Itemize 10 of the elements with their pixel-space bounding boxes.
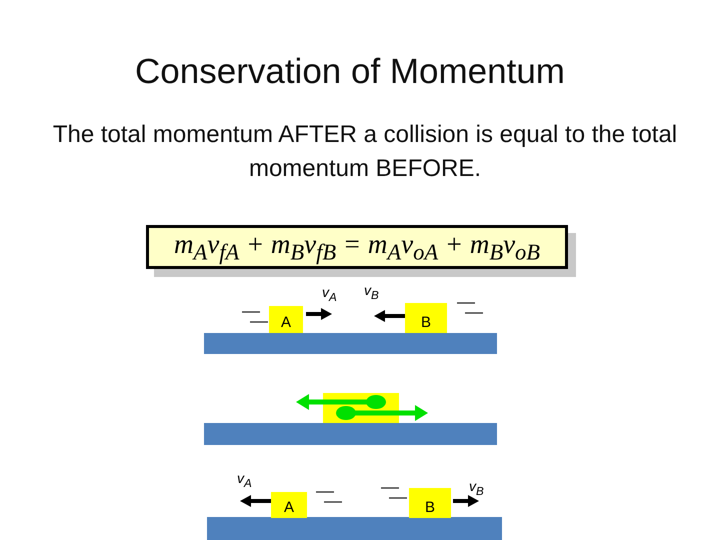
velocity-label: v$_{B}$ [469,478,484,498]
slide-title: Conservation of Momentum [134,52,566,92]
sliding-block: A [271,492,307,518]
description-text: The total momentum AFTER a collision is equal to the total momentum BEFORE. [52,120,678,184]
velocity-label: v$_{B}$ [364,282,379,302]
sliding-block: A [269,306,303,333]
velocity-label: v$_{A}$ [237,470,252,490]
sliding-block: B [405,303,447,333]
sliding-block: B [409,488,451,518]
velocity-label: v$_{A}$ [322,284,337,304]
